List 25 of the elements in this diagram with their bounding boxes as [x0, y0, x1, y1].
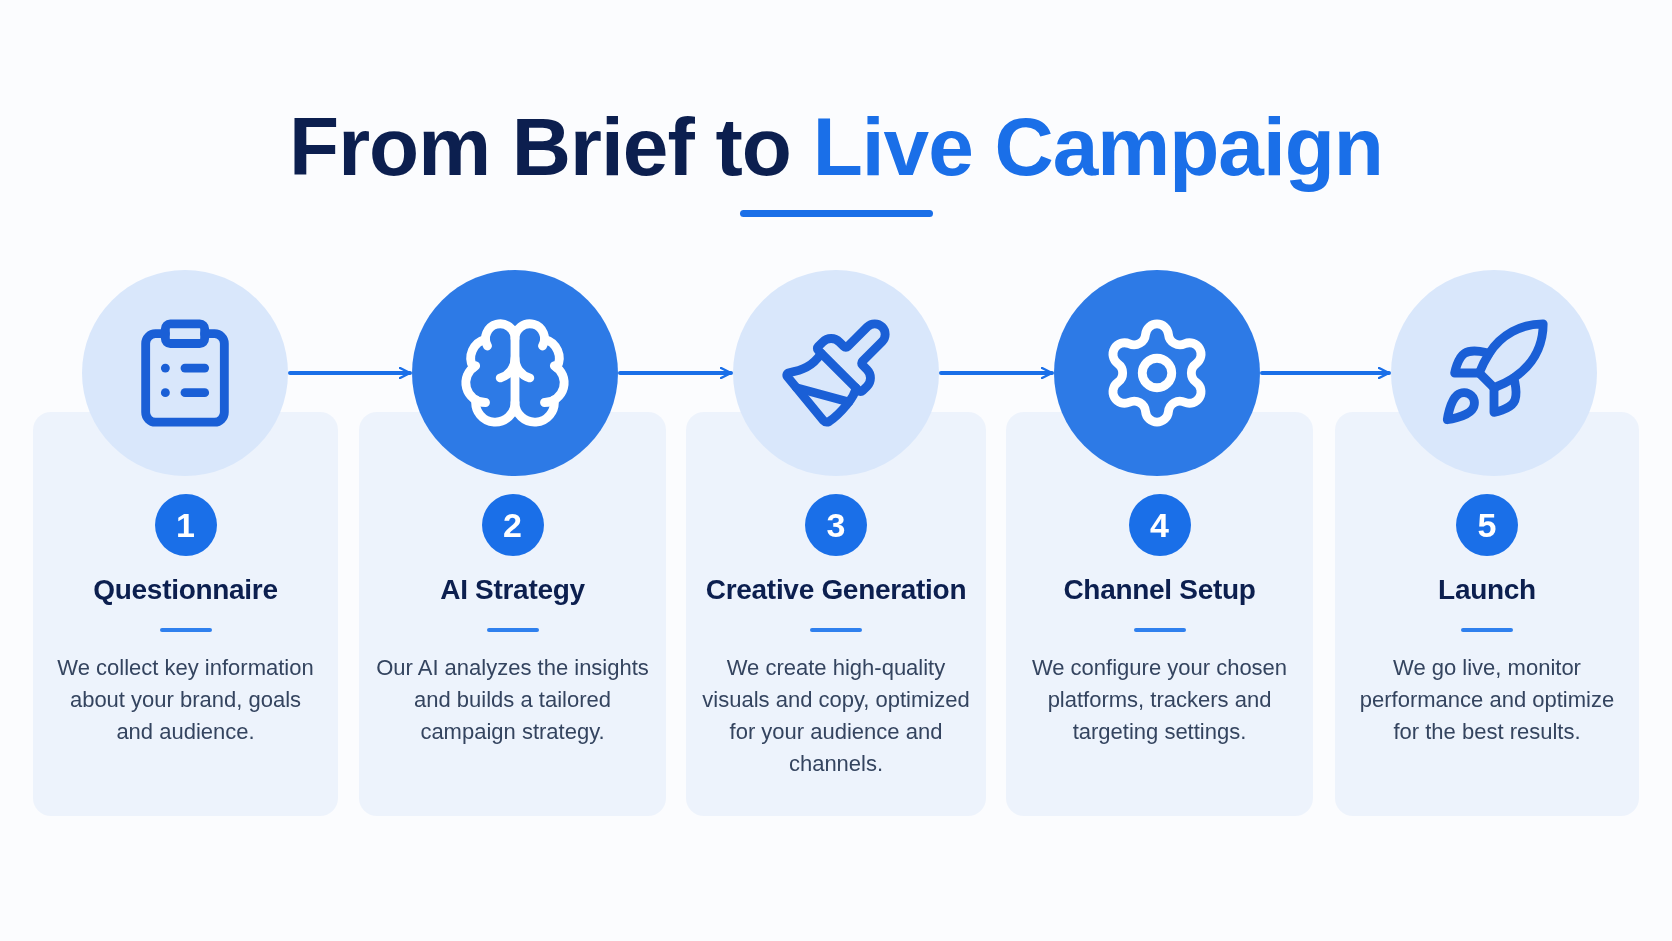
step-description: We collect key information about your brand, goals and audience.: [56, 654, 315, 746]
step-heading: Questionnaire: [93, 574, 278, 606]
step-card: [33, 270, 338, 816]
step-card: [1335, 270, 1639, 816]
step-card: [359, 270, 666, 816]
title: From Brief to Live Campaign: [289, 100, 1383, 194]
step-number: 4: [1128, 494, 1191, 556]
step-heading: AI Strategy: [440, 574, 585, 606]
arrow: [1260, 366, 1391, 380]
step-heading: Creative Generation: [705, 574, 967, 606]
step-description: Our AI analyzes the insights and builds a tailored campaign strategy.: [375, 654, 650, 746]
step-heading: Launch: [1438, 574, 1536, 606]
step-description: We configure your chosen platforms, trackers and targeting settings.: [1030, 654, 1289, 746]
arrow: [288, 366, 412, 380]
step-heading: Channel Setup: [1063, 574, 1256, 606]
arrow: [618, 366, 733, 380]
step-description: We go live, monitor performance and optimize for the best results.: [1358, 654, 1616, 746]
step-number: 2: [481, 494, 544, 556]
step-number: 3: [805, 494, 867, 556]
step-card: [1006, 270, 1313, 816]
step-number: 1: [154, 494, 217, 556]
step-description: We create high-quality visuals and copy, optimized for your audience and channels.: [701, 654, 971, 778]
step-card: [686, 270, 986, 816]
step-number: 5: [1456, 494, 1518, 556]
arrow: [939, 366, 1054, 380]
